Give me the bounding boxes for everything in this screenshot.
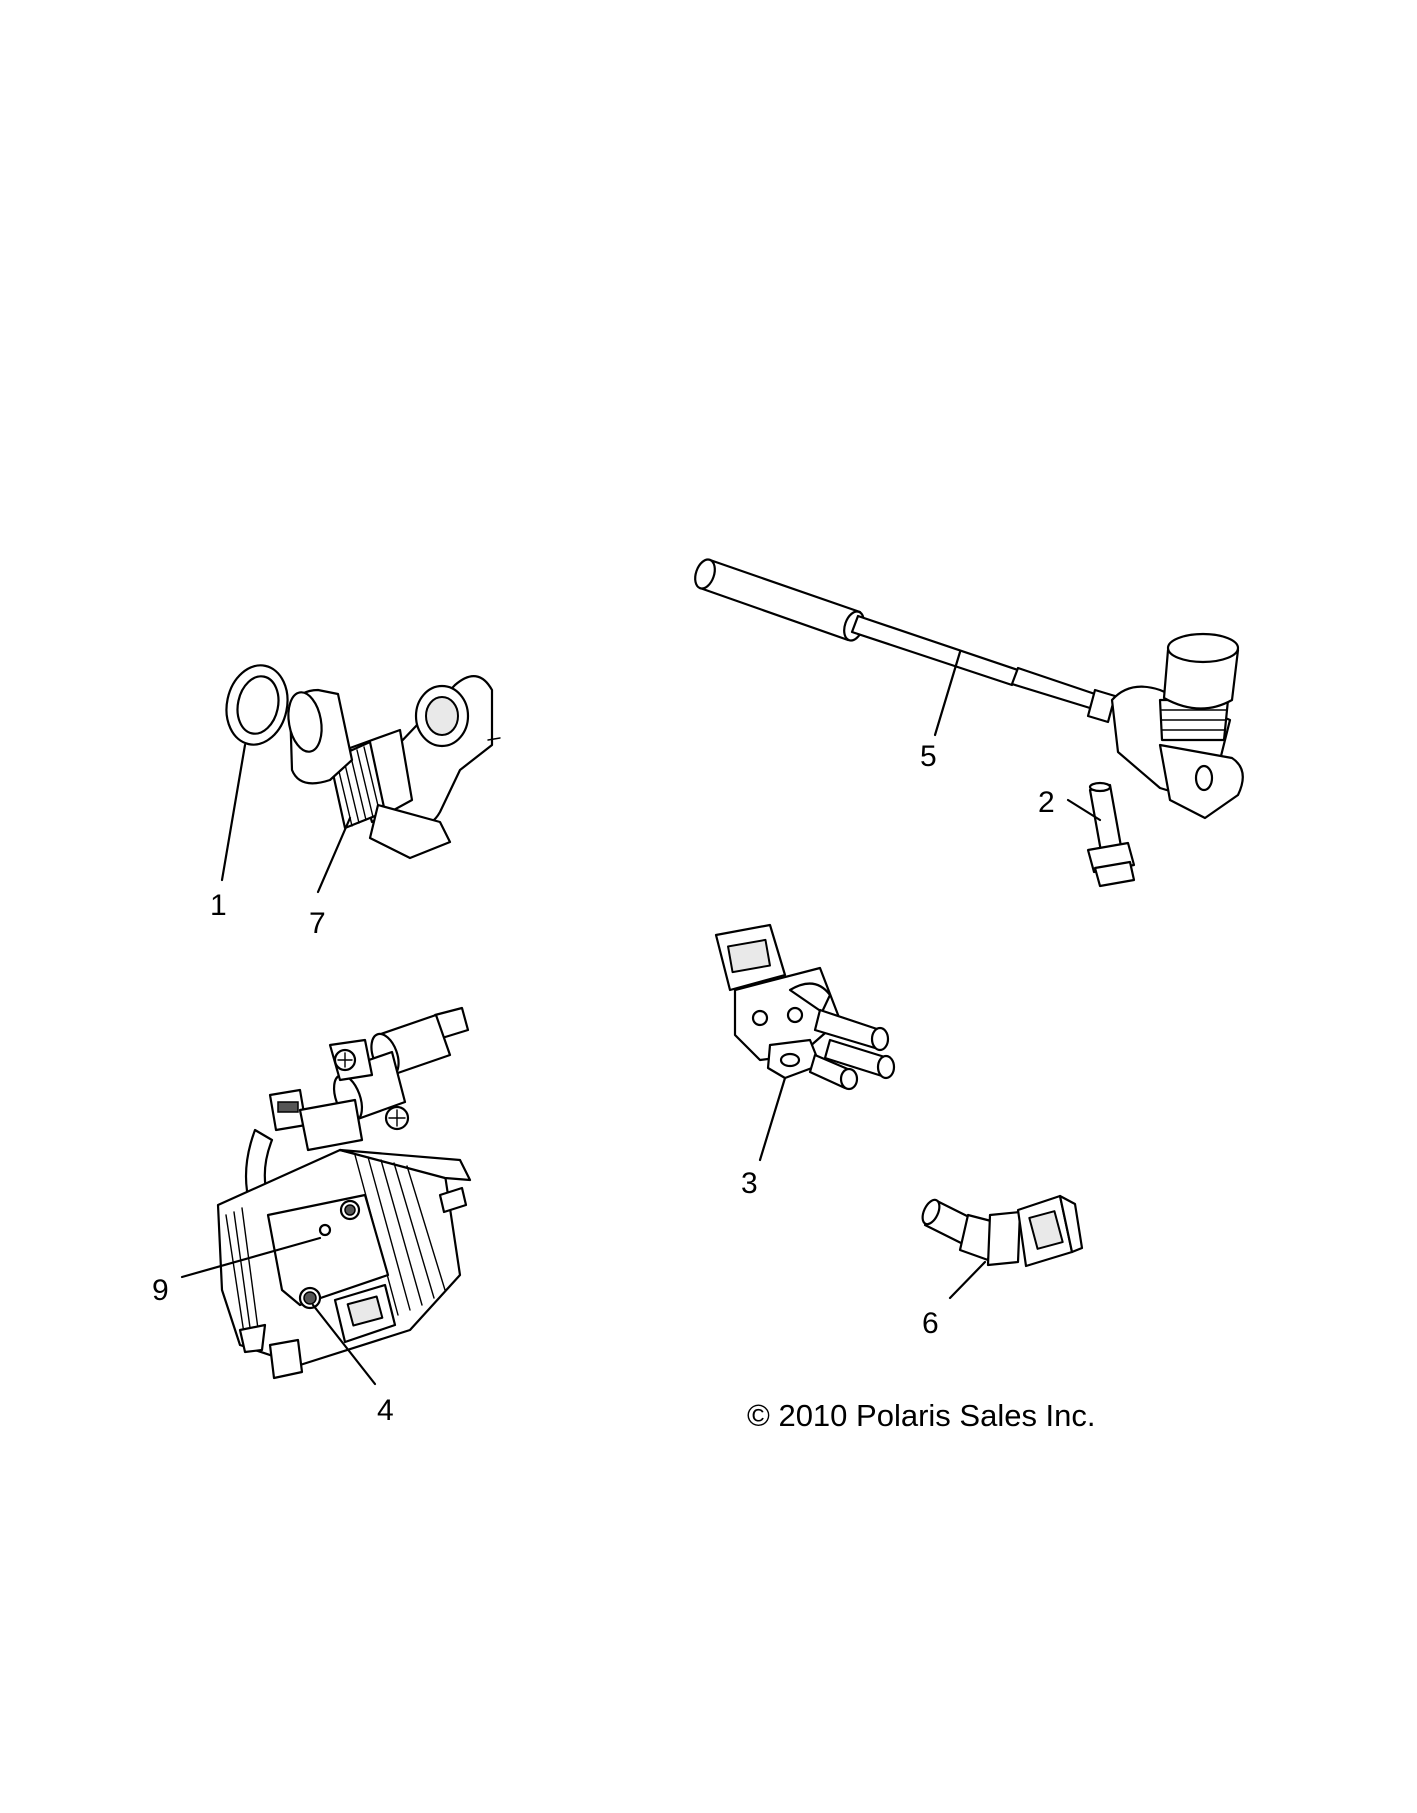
- callout-9: 9: [152, 1274, 169, 1307]
- flange-bolt-part: [1086, 781, 1136, 888]
- callout-4: 4: [377, 1394, 394, 1427]
- leader-line-3: [758, 1076, 787, 1162]
- sensor-harness-part: [694, 558, 1244, 820]
- leader-line-5: [933, 650, 962, 737]
- idle-air-valve-part: [714, 923, 896, 1091]
- speed-sensor-part: [287, 675, 501, 860]
- callout-5: 5: [920, 740, 937, 773]
- leader-line-6: [948, 1260, 987, 1300]
- callout-2: 2: [1038, 786, 1055, 819]
- callout-3: 3: [741, 1167, 758, 1200]
- o-ring-part: [225, 664, 289, 746]
- temperature-sensor-part: [921, 1194, 1084, 1268]
- leader-line-2: [1066, 798, 1102, 822]
- leader-line-7: [316, 816, 352, 894]
- throttle-body-part: [216, 1006, 472, 1380]
- callout-7: 7: [309, 907, 326, 940]
- callout-1: 1: [210, 889, 227, 922]
- leader-line-1: [220, 743, 247, 882]
- leader-line-9: [180, 1236, 322, 1279]
- copyright-notice: © 2010 Polaris Sales Inc.: [747, 1398, 1096, 1433]
- callout-6: 6: [922, 1307, 939, 1340]
- leader-line-4: [311, 1303, 377, 1386]
